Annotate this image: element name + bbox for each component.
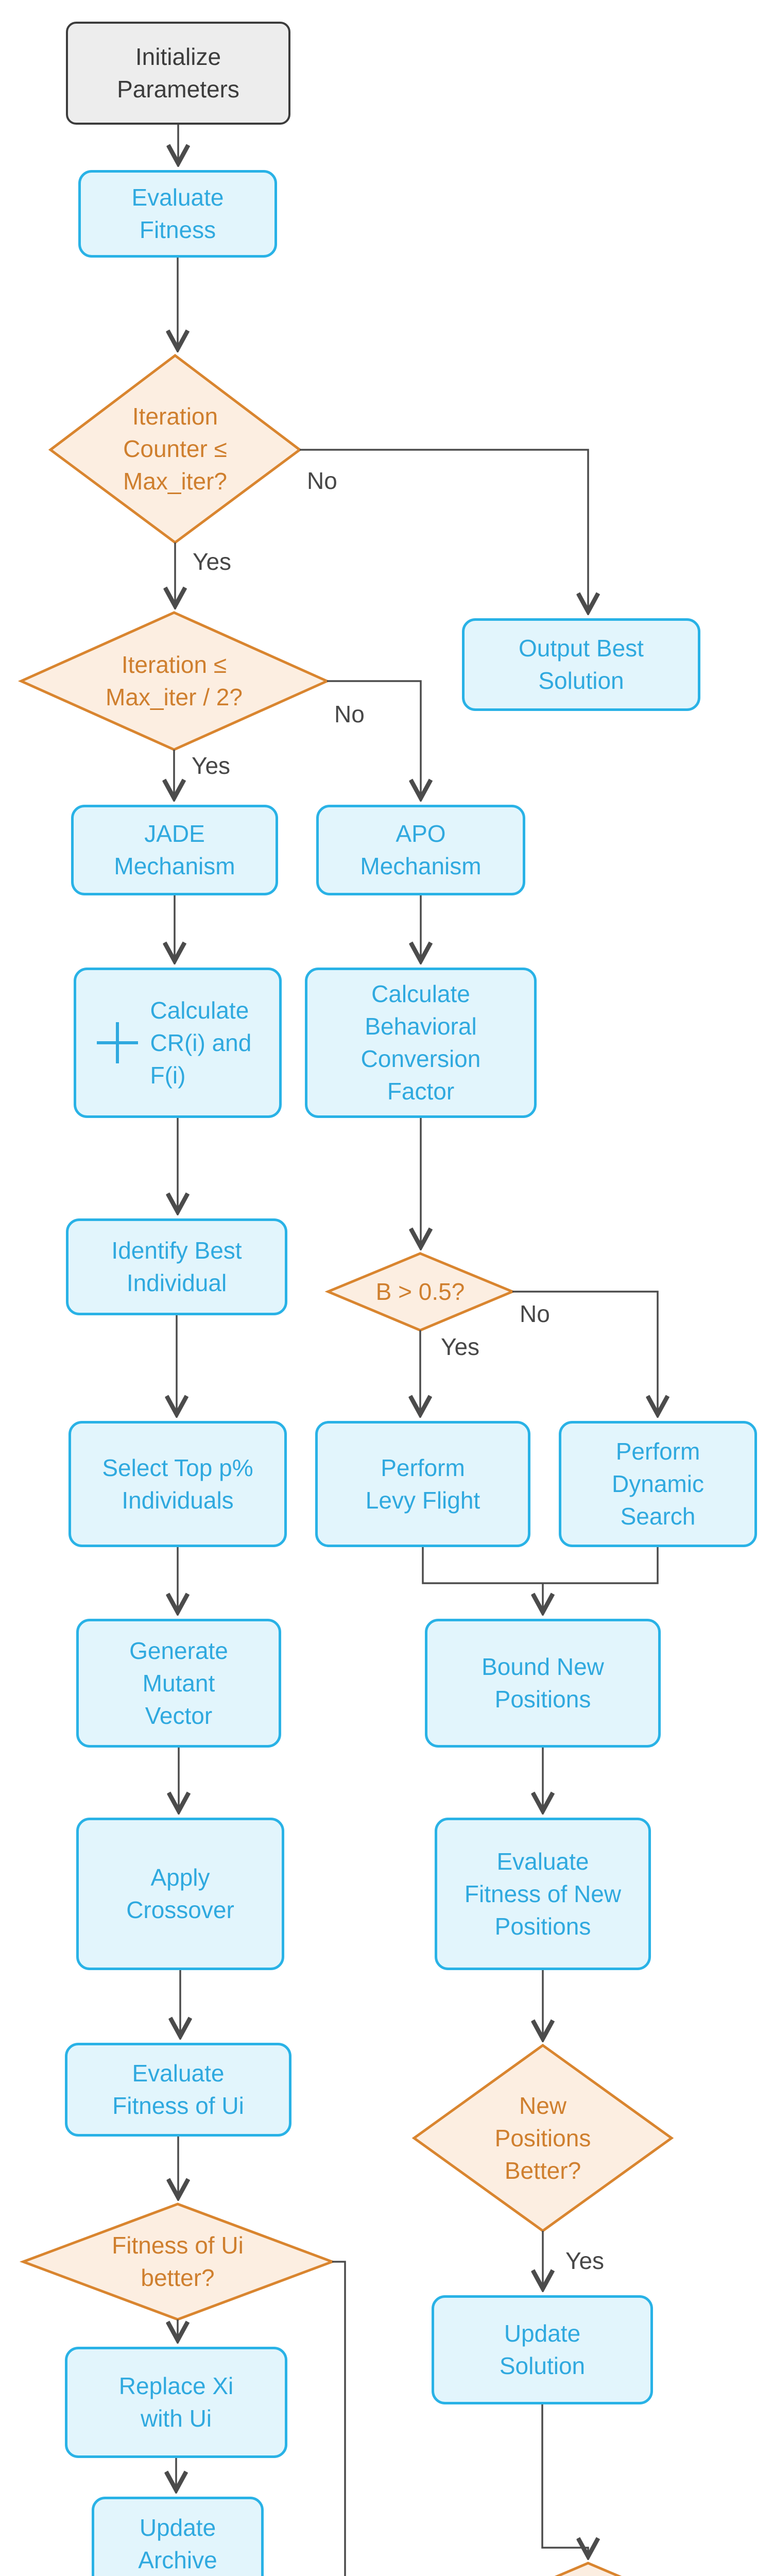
decision-b-check-shape [324, 1252, 516, 1332]
decision-label: New Positions Better? [494, 2092, 591, 2184]
node-jade-mechanism: JADE Mechanism [71, 805, 278, 895]
node-output-best-solution: Output Best Solution [462, 618, 700, 711]
edge-label-no-half-check: No [331, 700, 368, 728]
node-apply-crossover: Apply Crossover [76, 1818, 284, 1970]
node-label: Update Solution [499, 2320, 586, 2379]
node-label: Perform Levy Flight [365, 1454, 480, 1514]
node-label: Identify Best Individual [111, 1237, 242, 1296]
node-label: Evaluate Fitness [131, 184, 224, 243]
node-perform-dynamic-search: Perform Dynamic Search [559, 1421, 757, 1547]
node-label: APO Mechanism [360, 820, 482, 879]
node-bound-new-positions: Bound New Positions [425, 1619, 661, 1748]
decision-iteration-counter-max-iter: Iteration Counter ≤ Max_iter? [50, 355, 300, 543]
node-label: Generate Mutant Vector [129, 1637, 228, 1729]
node-label: Bound New Positions [482, 1653, 604, 1713]
decision-label: Iteration ≤ Max_iter / 2? [106, 651, 243, 710]
node-apo-mechanism: APO Mechanism [316, 805, 525, 895]
node-update-archive: Update Archive [92, 2497, 264, 2576]
node-calculate-behavioral-conversion-factor: Calculate Behavioral Conversion Factor [305, 968, 537, 1118]
edge-itercheck-no-output [300, 449, 588, 610]
decision-sol-better-shape [554, 2562, 622, 2576]
node-evaluate-fitness-ui: Evaluate Fitness of Ui [65, 2043, 291, 2137]
node-label: Select Top p% Individuals [102, 1454, 253, 1514]
decision-is-solution-better: Is solution better [437, 2563, 740, 2576]
node-identify-best-individual: Identify Best Individual [66, 1218, 287, 1315]
node-select-top-individuals: Select Top p% Individuals [68, 1421, 287, 1547]
edge-halfcheck-no-apo [327, 680, 421, 796]
node-label: JADE Mechanism [114, 820, 235, 879]
edge-levy-merge [422, 1547, 543, 1584]
decision-b-greater-05: B > 0.5? [328, 1253, 512, 1330]
node-label: Perform Dynamic Search [612, 1438, 704, 1530]
node-label: Calculate CR(i) and F(i) [150, 996, 252, 1089]
node-label: Update Archive [138, 2514, 217, 2573]
decision-new-better-shape [411, 2043, 674, 2233]
node-update-solution-apo: Update Solution [432, 2295, 653, 2404]
node-replace-xi-with-ui: Replace Xi with Ui [65, 2347, 287, 2458]
edge-label-no-iter-check: No [304, 466, 340, 495]
plus-icon [96, 1022, 138, 1063]
node-evaluate-fitness: Evaluate Fitness [78, 170, 277, 258]
node-label: Replace Xi with Ui [118, 2372, 234, 2432]
decision-ui-better-shape [19, 2202, 336, 2321]
node-label: Calculate Behavioral Conversion Factor [360, 980, 481, 1105]
node-generate-mutant-vector: Generate Mutant Vector [76, 1619, 281, 1748]
node-label: Evaluate Fitness of Ui [112, 2060, 244, 2119]
edge-label-yes-iter-check: Yes [190, 547, 235, 576]
edge-label-no-b-check: No [517, 1299, 553, 1328]
edge-label-yes-half-check: Yes [188, 751, 234, 780]
edge-label-yes-new-better: Yes [562, 2246, 608, 2275]
decision-label: B > 0.5? [375, 1278, 465, 1305]
node-initialize-parameters: Initialize Parameters [66, 22, 290, 125]
node-perform-levy-flight: Perform Levy Flight [315, 1421, 530, 1547]
decision-half-check-shape [18, 611, 331, 751]
node-label: Evaluate Fitness of New Positions [464, 1848, 622, 1940]
decision-label: Fitness of Ui better? [112, 2232, 244, 2291]
edge-updatesol-solbetter [541, 2404, 588, 2555]
node-label: Initialize Parameters [117, 43, 239, 103]
decision-iteration-max-iter-half: Iteration ≤ Max_iter / 2? [21, 613, 327, 750]
edge-label-yes-b-check: Yes [438, 1332, 483, 1361]
decision-fitness-ui-better: Fitness of Ui better? [23, 2204, 332, 2319]
node-calculate-cr-f: Calculate CR(i) and F(i) [74, 968, 282, 1118]
decision-iter-check-shape [48, 353, 302, 545]
decision-new-positions-better: New Positions Better? [414, 2045, 672, 2231]
node-label: Apply Crossover [126, 1864, 234, 1923]
decision-label: Iteration Counter ≤ Max_iter? [123, 403, 227, 495]
node-evaluate-fitness-new-positions: Evaluate Fitness of New Positions [435, 1818, 651, 1970]
node-label: Output Best Solution [519, 635, 644, 694]
edge-dynamic-merge [543, 1547, 659, 1584]
